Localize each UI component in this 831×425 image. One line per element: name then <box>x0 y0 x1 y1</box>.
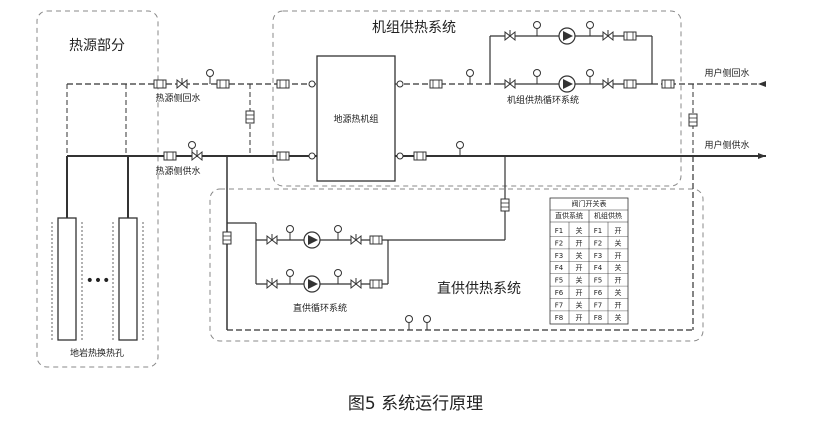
valve-table-cell: 开 <box>615 252 622 260</box>
unit-loop-label: 机组供热循环系统 <box>507 94 579 106</box>
valve-table-cell: 开 <box>615 227 622 235</box>
figure-caption: 图5 系统运行原理 <box>347 394 484 414</box>
borehole-label: 地岩热换热孔 <box>70 347 124 359</box>
unit-heating-region <box>272 10 682 187</box>
heat-source-title: 热源部分 <box>69 38 125 54</box>
valve-table-cell: 开 <box>576 264 583 272</box>
valve-table-cell: 关 <box>576 226 583 235</box>
valve-table-cell: 关 <box>576 300 583 309</box>
valve-table-cell: F7 <box>594 301 602 309</box>
valve-table-cell: F4 <box>594 264 603 272</box>
valve-table-title: 阀门开关表 <box>572 199 607 208</box>
source-supply-label: 热源侧供水 <box>155 165 200 177</box>
valve-table-cell: F3 <box>594 252 602 260</box>
valve-table-cell: F4 <box>555 264 564 272</box>
valve-table-cell: F8 <box>594 314 602 322</box>
valve-table-cell: F6 <box>555 289 564 297</box>
borehole-2 <box>118 217 138 341</box>
valve-table-cell: F1 <box>594 227 602 235</box>
user-supply-label: 用户侧供水 <box>704 139 749 151</box>
valve-table-cell: F5 <box>594 277 602 285</box>
user-return-label: 用户侧回水 <box>704 67 749 79</box>
valve-table-cell: 开 <box>576 239 583 247</box>
valve-table-cell: F7 <box>555 301 563 309</box>
borehole-ellipsis: ••• <box>86 273 111 289</box>
heat-pump-label: 地源热机组 <box>333 113 378 125</box>
valve-table-cell: F6 <box>594 289 603 297</box>
valve-table-cell: F3 <box>555 252 563 260</box>
valve-table-cell: 开 <box>576 289 583 297</box>
source-return-label: 热源侧回水 <box>155 92 200 104</box>
valve-table-cell: 关 <box>576 276 583 285</box>
valve-table-cell: 关 <box>615 263 622 272</box>
valve-table-cell: 开 <box>615 277 622 285</box>
borehole-1 <box>57 217 77 341</box>
valve-table-cell: 关 <box>615 288 622 297</box>
valve-table-cell: F5 <box>555 277 563 285</box>
direct-loop-label: 直供循环系统 <box>293 302 347 314</box>
direct-heating-title: 直供供热系统 <box>437 280 521 297</box>
heat-source-region <box>36 10 159 368</box>
valve-table-cell: 关 <box>576 251 583 260</box>
valve-table-header-1: 机组供热 <box>594 211 622 220</box>
valve-table-cell: 开 <box>576 314 583 322</box>
heat-pump-unit <box>316 55 396 182</box>
valve-table: 阀门开关表 直供系统 机组供热 F1 关 F1 开 F2 开 F2 关 F3 关 F3 开 F4 开 F4 关… <box>549 197 629 325</box>
valve-table-cell: F1 <box>555 227 563 235</box>
valve-table-cell: 开 <box>615 301 622 309</box>
valve-table-cell: 关 <box>615 238 622 247</box>
direct-heating-region <box>209 188 704 342</box>
valve-table-cell: F8 <box>555 314 563 322</box>
valve-table-cell: F2 <box>594 239 602 247</box>
unit-heating-title: 机组供热系统 <box>372 20 456 36</box>
valve-table-cell: 关 <box>615 313 622 322</box>
valve-table-header-0: 直供系统 <box>555 211 583 220</box>
valve-table-cell: F2 <box>555 239 563 247</box>
